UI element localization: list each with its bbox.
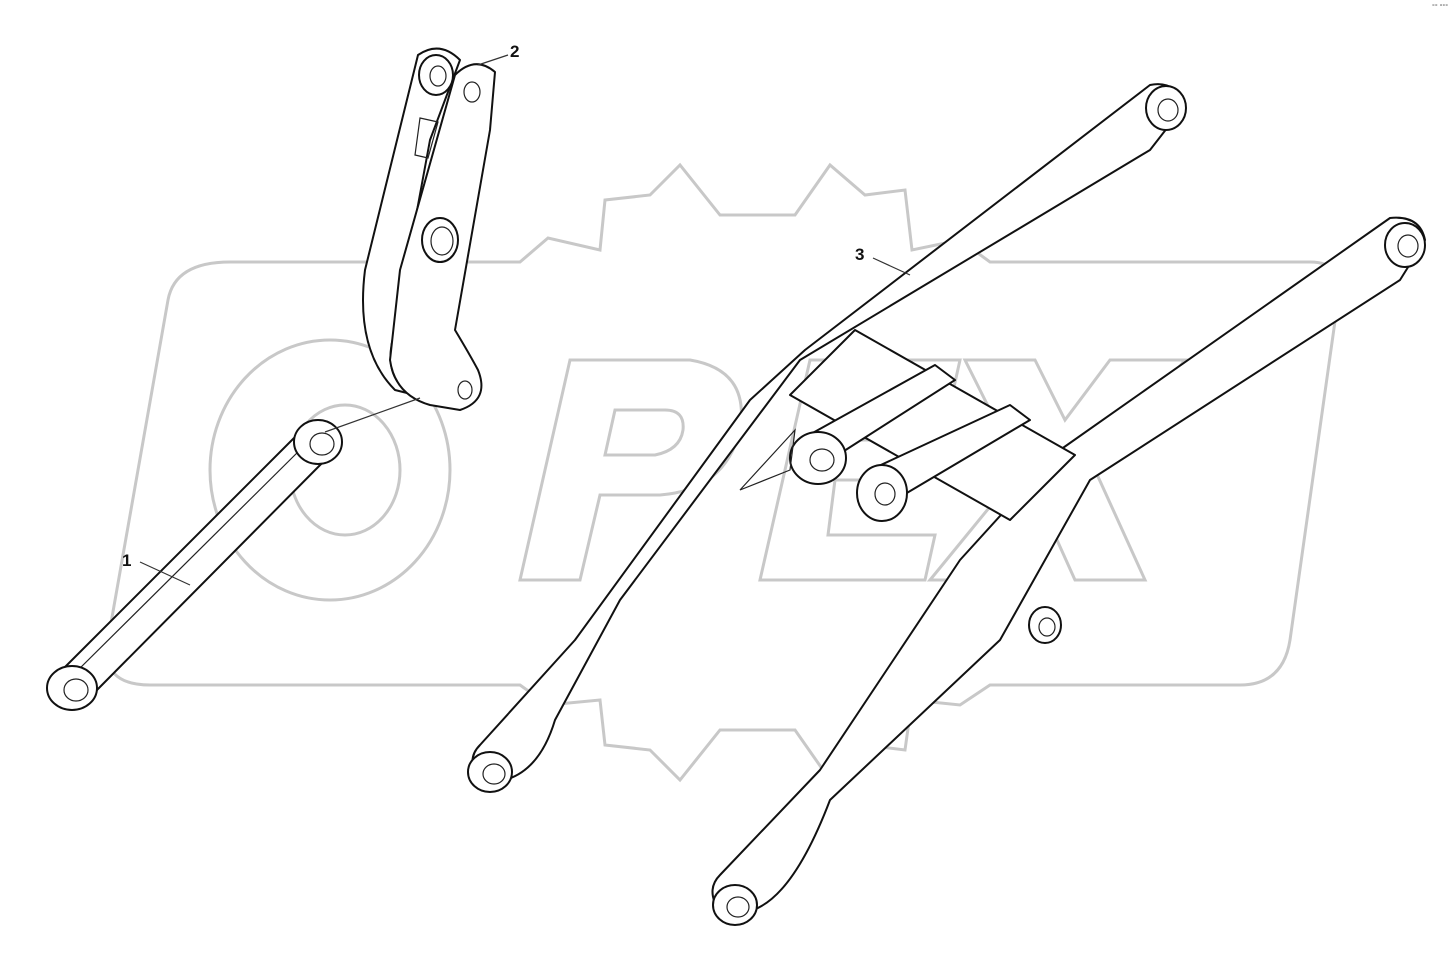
callout-2: 2: [510, 42, 520, 61]
callout-3: 3: [855, 245, 865, 264]
part-1-link-rod[interactable]: [46, 419, 343, 711]
callout-1: 1: [122, 551, 132, 570]
leader-line-1: [139, 561, 191, 586]
leader-line-3: [872, 257, 911, 276]
corner-mark: °° °°°: [1432, 4, 1448, 11]
leader-line-2b: [324, 397, 421, 433]
part-3-boom-frame[interactable]: [467, 83, 1426, 926]
leader-line-2: [477, 54, 509, 66]
part-2-bellcrank[interactable]: [362, 47, 496, 411]
